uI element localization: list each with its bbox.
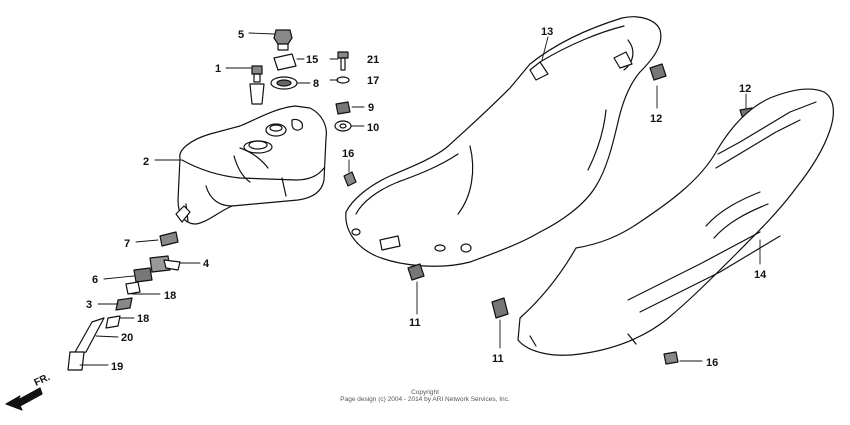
callout-21: 21 <box>367 54 379 66</box>
copyright-title: Copyright <box>411 389 439 396</box>
fuel-tank <box>175 105 327 225</box>
small-fasteners <box>334 51 352 132</box>
callout-15: 15 <box>306 54 318 66</box>
callout-11-right: 11 <box>492 353 504 365</box>
callout-20: 20 <box>121 332 133 344</box>
callout-12-left: 12 <box>650 113 662 125</box>
callout-14: 14 <box>754 269 767 281</box>
fuel-line-assembly <box>67 231 181 371</box>
callout-13: 13 <box>541 26 553 38</box>
callout-4: 4 <box>203 258 210 270</box>
front-direction-arrow-icon <box>5 387 43 411</box>
right-side-cover <box>517 88 834 356</box>
fuel-sender <box>249 29 298 105</box>
copyright-line: Page design (c) 2004 - 2014 by ARI Netwo… <box>340 396 510 403</box>
callout-11-left: 11 <box>409 317 421 329</box>
callout-17: 17 <box>367 75 379 87</box>
callout-18-lower: 18 <box>137 313 149 325</box>
bolts <box>343 171 679 365</box>
left-side-cover <box>345 16 662 267</box>
direction-label: FR. <box>33 372 52 389</box>
callout-5: 5 <box>238 29 244 41</box>
callout-19: 19 <box>111 361 123 373</box>
callout-10: 10 <box>367 122 379 134</box>
callout-1: 1 <box>215 63 221 75</box>
callout-9: 9 <box>368 102 374 114</box>
callout-16-left: 16 <box>342 148 354 160</box>
leader-lines <box>79 32 761 366</box>
callout-3: 3 <box>86 299 92 311</box>
callout-16-right: 16 <box>706 357 718 369</box>
callout-6: 6 <box>92 274 98 286</box>
callout-2: 2 <box>143 156 149 168</box>
callout-8: 8 <box>313 78 319 90</box>
callout-7: 7 <box>124 238 130 250</box>
callout-18-upper: 18 <box>164 290 176 302</box>
callout-12-right: 12 <box>739 83 751 95</box>
